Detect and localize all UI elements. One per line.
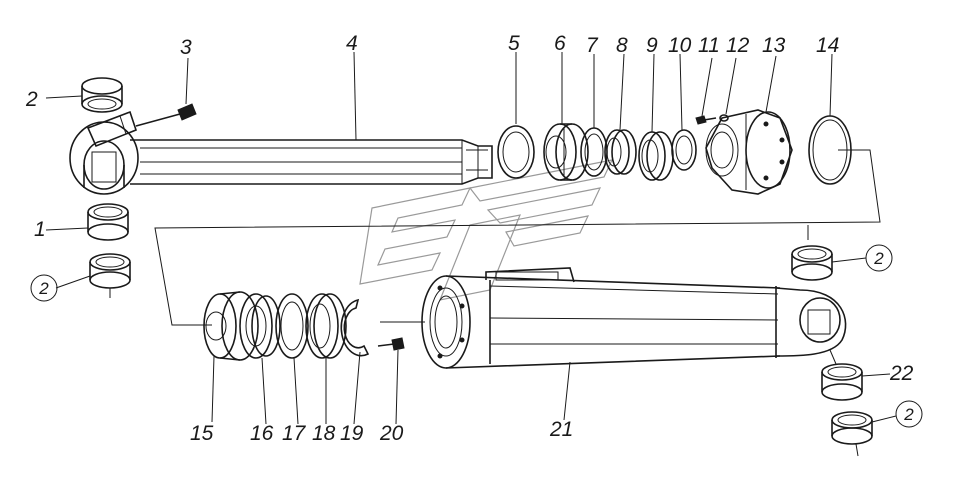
- svg-text:2: 2: [38, 279, 49, 298]
- cylinder-body-21: [421, 267, 847, 369]
- label-8: 8: [616, 34, 628, 57]
- svg-text:2: 2: [873, 249, 884, 268]
- label-21: 21: [549, 418, 573, 441]
- label-20: 20: [379, 422, 404, 445]
- ring-7: [580, 127, 608, 177]
- bushing-right-bottom: [831, 411, 873, 457]
- piston-rod: [69, 110, 493, 195]
- leader-lines: [45, 51, 897, 425]
- split-ring-19: [340, 298, 370, 357]
- bolt-20: [377, 337, 405, 351]
- grease-fitting: [135, 103, 197, 127]
- label-9: 9: [646, 34, 658, 57]
- label-2: 2: [25, 88, 38, 111]
- part-number-labels: 2 3 4 5 6 7 8 9 10 11 12 13 14 1 15 16 1…: [25, 32, 914, 445]
- label-22: 22: [889, 362, 914, 385]
- label-15: 15: [190, 422, 214, 445]
- washer-12: [719, 114, 729, 122]
- ring-17: [275, 293, 309, 359]
- ring-9: [638, 131, 674, 181]
- label-5: 5: [508, 32, 520, 55]
- label-18: 18: [312, 422, 336, 445]
- cylinder-head-13: [705, 109, 793, 195]
- label-19: 19: [340, 422, 364, 445]
- ring-8: [604, 129, 637, 175]
- svg-text:2: 2: [903, 405, 914, 424]
- ring-18: [305, 293, 347, 359]
- label-7: 7: [586, 34, 599, 57]
- label-16: 16: [250, 422, 274, 445]
- label-11: 11: [698, 34, 720, 57]
- assembly-axis-lines: [154, 149, 881, 326]
- label-13: 13: [762, 34, 786, 57]
- bushing-22: [821, 349, 863, 401]
- label-14: 14: [816, 34, 839, 57]
- bushing-upper-left: [81, 77, 123, 113]
- label-12: 12: [726, 34, 750, 57]
- callout-2-circle-right-top: 2: [865, 244, 893, 272]
- label-10: 10: [668, 34, 692, 57]
- bolt-11: [695, 115, 717, 125]
- label-6: 6: [554, 32, 566, 55]
- bushing-lower-left: [89, 253, 131, 298]
- bushing-right-top: [791, 245, 833, 281]
- seal-ring-5: [497, 125, 535, 179]
- ring-10: [671, 129, 697, 171]
- callout-2-circle-left: 2: [30, 274, 58, 302]
- label-4: 4: [346, 32, 358, 55]
- piston-seals-16: [239, 293, 281, 359]
- bushing-1: [87, 203, 129, 241]
- label-3: 3: [180, 36, 192, 59]
- callout-2-circle-right-bottom: 2: [895, 400, 923, 428]
- label-17: 17: [282, 422, 307, 445]
- piston-15: [203, 291, 259, 361]
- label-1: 1: [34, 218, 46, 241]
